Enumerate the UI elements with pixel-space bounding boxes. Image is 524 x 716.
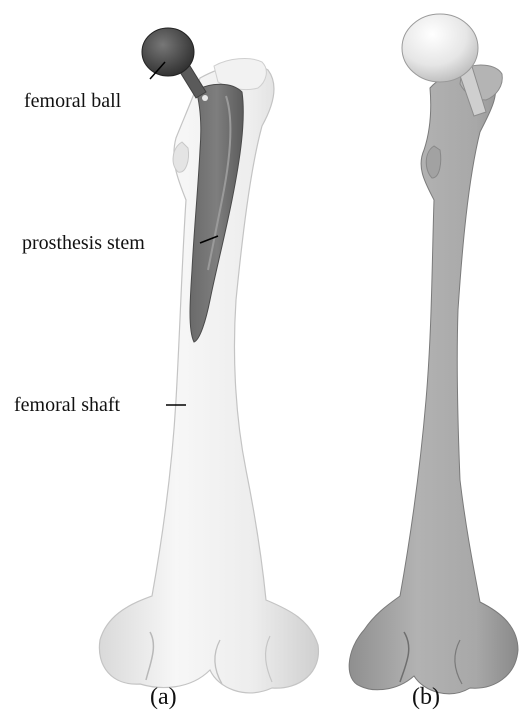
caption-panel-a: (a)	[150, 684, 177, 711]
stem-hole-a	[202, 95, 208, 101]
femoral-ball-a	[142, 28, 194, 76]
femoral-ball-b	[402, 14, 478, 82]
panel-b	[349, 14, 518, 694]
panel-a	[99, 28, 318, 693]
label-femoral-ball: femoral ball	[24, 90, 121, 113]
label-prosthesis-stem: prosthesis stem	[22, 232, 145, 255]
label-femoral-shaft: femoral shaft	[14, 394, 120, 417]
caption-panel-b: (b)	[412, 684, 440, 711]
